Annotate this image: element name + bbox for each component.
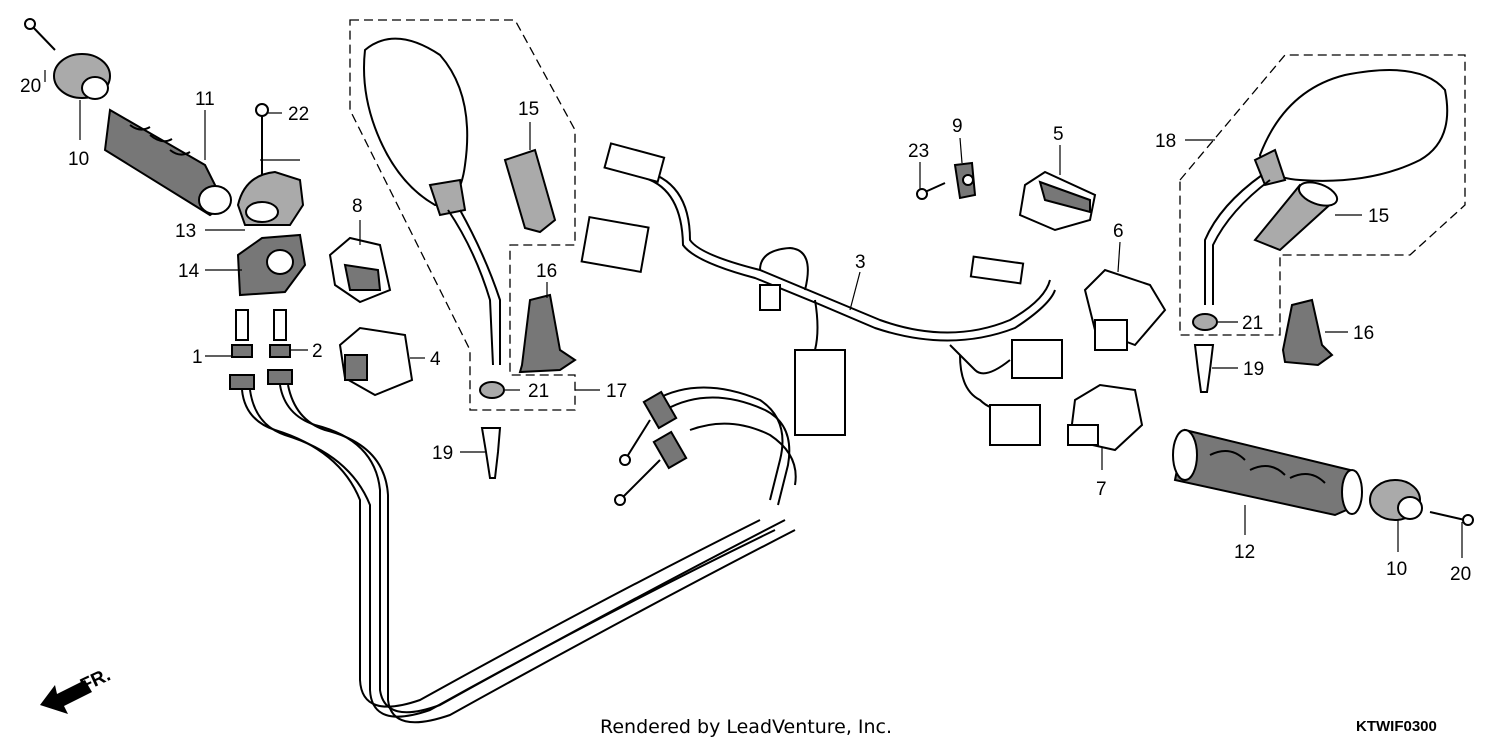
harness-clamp[interactable] <box>953 161 977 200</box>
callout-7: 7 <box>1096 479 1107 500</box>
callout-6: 6 <box>1113 221 1124 242</box>
right-mirror-group-outline <box>1179 54 1466 336</box>
callout-21-right: 21 <box>1242 313 1263 334</box>
handle-switch-right[interactable] <box>1018 170 1097 232</box>
bar-end-weight-left[interactable] <box>53 53 111 100</box>
throttle-cable-b[interactable] <box>267 309 293 385</box>
callout-19-right: 19 <box>1243 359 1264 380</box>
callout-5: 5 <box>1053 124 1064 145</box>
arrow-icon <box>40 680 92 714</box>
callout-12: 12 <box>1234 542 1255 563</box>
callout-2: 2 <box>312 341 323 362</box>
callout-9: 9 <box>952 116 963 137</box>
clamp-screw[interactable] <box>916 182 946 200</box>
callout-20-left: 20 <box>20 76 41 97</box>
handle-grip-right[interactable] <box>1172 428 1363 517</box>
callout-4: 4 <box>430 349 441 370</box>
mirror-nut-left[interactable] <box>479 381 505 399</box>
callout-11: 11 <box>195 89 215 110</box>
callout-23: 23 <box>908 141 929 162</box>
callout-10-right: 10 <box>1386 559 1407 580</box>
left-mirror-group-outline <box>349 19 576 411</box>
callout-21-left: 21 <box>528 381 549 402</box>
handle-switch-upper[interactable] <box>1083 268 1167 351</box>
left-mirror[interactable] <box>363 37 501 366</box>
mirror-adapter-right[interactable] <box>1193 344 1215 393</box>
callout-16-right: 16 <box>1353 323 1374 344</box>
stop-switch-left[interactable] <box>338 326 414 397</box>
throttle-holder-upper[interactable] <box>236 170 305 226</box>
mirror-boot-left[interactable] <box>503 148 557 234</box>
callout-1: 1 <box>192 347 203 368</box>
render-credit: Rendered by LeadVenture, Inc. <box>600 716 892 738</box>
bar-end-screw-right[interactable] <box>1429 511 1474 526</box>
mirror-cover-left[interactable] <box>518 293 577 374</box>
mirror-cover-right[interactable] <box>1281 298 1334 367</box>
wire-harness[interactable] <box>580 142 1063 446</box>
callout-17: 17 <box>606 381 627 402</box>
mirror-boot-right[interactable] <box>1253 178 1340 252</box>
callout-13: 13 <box>175 221 196 242</box>
handle-grip-left[interactable] <box>103 108 232 217</box>
callout-14: 14 <box>178 261 200 282</box>
callout-20-right: 20 <box>1450 564 1471 585</box>
callout-22: 22 <box>288 104 309 125</box>
callout-3: 3 <box>855 252 866 273</box>
callout-19-left: 19 <box>432 443 453 464</box>
callout-16-left: 16 <box>536 261 557 282</box>
callout-15-right: 15 <box>1368 206 1389 227</box>
handle-switch-lower[interactable] <box>1067 383 1144 452</box>
mirror-adapter-left[interactable] <box>480 427 502 479</box>
callout-10-left: 10 <box>68 149 89 170</box>
bar-end-weight-right[interactable] <box>1369 479 1423 521</box>
right-mirror[interactable] <box>1204 69 1449 305</box>
throttle-cable-routing <box>241 384 797 724</box>
callout-15-left: 15 <box>518 99 539 120</box>
callout-labels: 20 10 11 22 13 14 1 2 8 4 15 16 21 17 19… <box>20 76 1471 585</box>
front-direction-arrow: FR. <box>40 665 114 714</box>
callout-18: 18 <box>1155 131 1176 152</box>
mirror-nut-right[interactable] <box>1192 313 1218 331</box>
leader-lines <box>44 70 1463 558</box>
callout-8: 8 <box>352 196 363 217</box>
starter-switch[interactable] <box>328 236 392 304</box>
diagram-code: KTWIF0300 <box>1356 718 1437 735</box>
cable-end-fittings[interactable] <box>614 390 688 506</box>
throttle-housing-lower[interactable] <box>236 233 307 297</box>
throttle-cable-a[interactable] <box>229 309 255 390</box>
bar-end-screw-left[interactable] <box>24 18 56 51</box>
